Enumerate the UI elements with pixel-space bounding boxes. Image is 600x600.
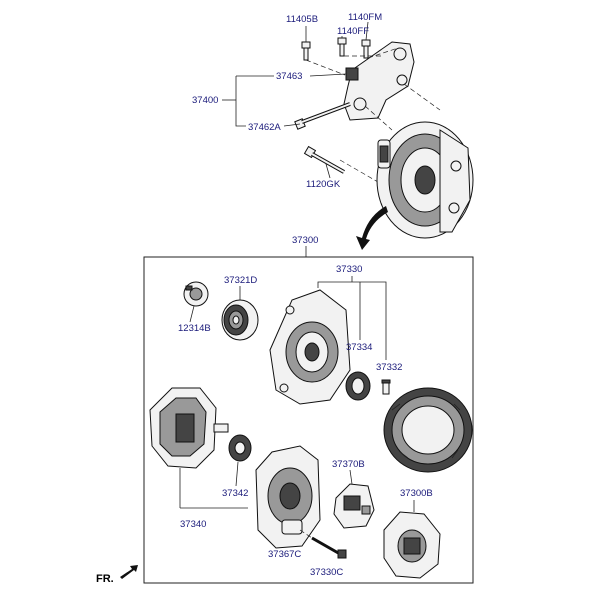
- label-37300: 37300: [292, 235, 318, 246]
- rotor-37340: [149, 387, 229, 469]
- label-37334: 37334: [346, 342, 372, 353]
- label-37300b: 37300B: [400, 488, 433, 499]
- label-12314b: 12314B: [178, 323, 211, 334]
- bolt-37462a: [294, 102, 351, 130]
- bolt-1140ff: [337, 37, 347, 57]
- bracket-37400: [343, 41, 415, 121]
- front-bracket-37330: [269, 289, 351, 405]
- label-11405b: 11405B: [286, 14, 318, 25]
- bearing-37342: [228, 434, 252, 462]
- alternator-assembly: [376, 121, 474, 239]
- alternator-parts-frame: [143, 256, 474, 584]
- assembly-arrow: [356, 206, 388, 250]
- rear-cover-37300b: [383, 511, 441, 579]
- label-37332: 37332: [376, 362, 402, 373]
- bolt-11405b: [301, 41, 311, 61]
- regulator-37370b: [333, 483, 375, 529]
- label-37462a: 37462A: [248, 122, 281, 133]
- bearing-37334: [345, 371, 371, 401]
- label-37330: 37330: [336, 264, 362, 275]
- rear-bracket: [255, 445, 321, 549]
- label-37340: 37340: [180, 519, 206, 530]
- pulley-37321d: [221, 299, 259, 341]
- label-1140fm: 1140FM: [348, 12, 382, 23]
- front-arrow-icon: [120, 565, 138, 579]
- label-1140ff: 1140FF: [337, 26, 369, 37]
- label-37367c: 37367C: [268, 549, 301, 560]
- front-direction-label: FR.: [96, 573, 114, 585]
- label-37463: 37463: [276, 71, 302, 82]
- label-37342: 37342: [222, 488, 248, 499]
- label-37370b: 37370B: [332, 459, 365, 470]
- bolt-1120gk: [303, 145, 345, 174]
- stator-assembly: [383, 387, 473, 473]
- label-37330c: 37330C: [310, 567, 343, 578]
- screw-37332: [381, 379, 391, 395]
- pulley-nut-12314b: [183, 281, 209, 307]
- label-1120gk: 1120GK: [306, 179, 341, 190]
- bolt-37330c: [311, 536, 347, 559]
- bolt-1140fm: [361, 39, 371, 59]
- label-37321d: 37321D: [224, 275, 257, 286]
- label-37400: 37400: [192, 95, 218, 106]
